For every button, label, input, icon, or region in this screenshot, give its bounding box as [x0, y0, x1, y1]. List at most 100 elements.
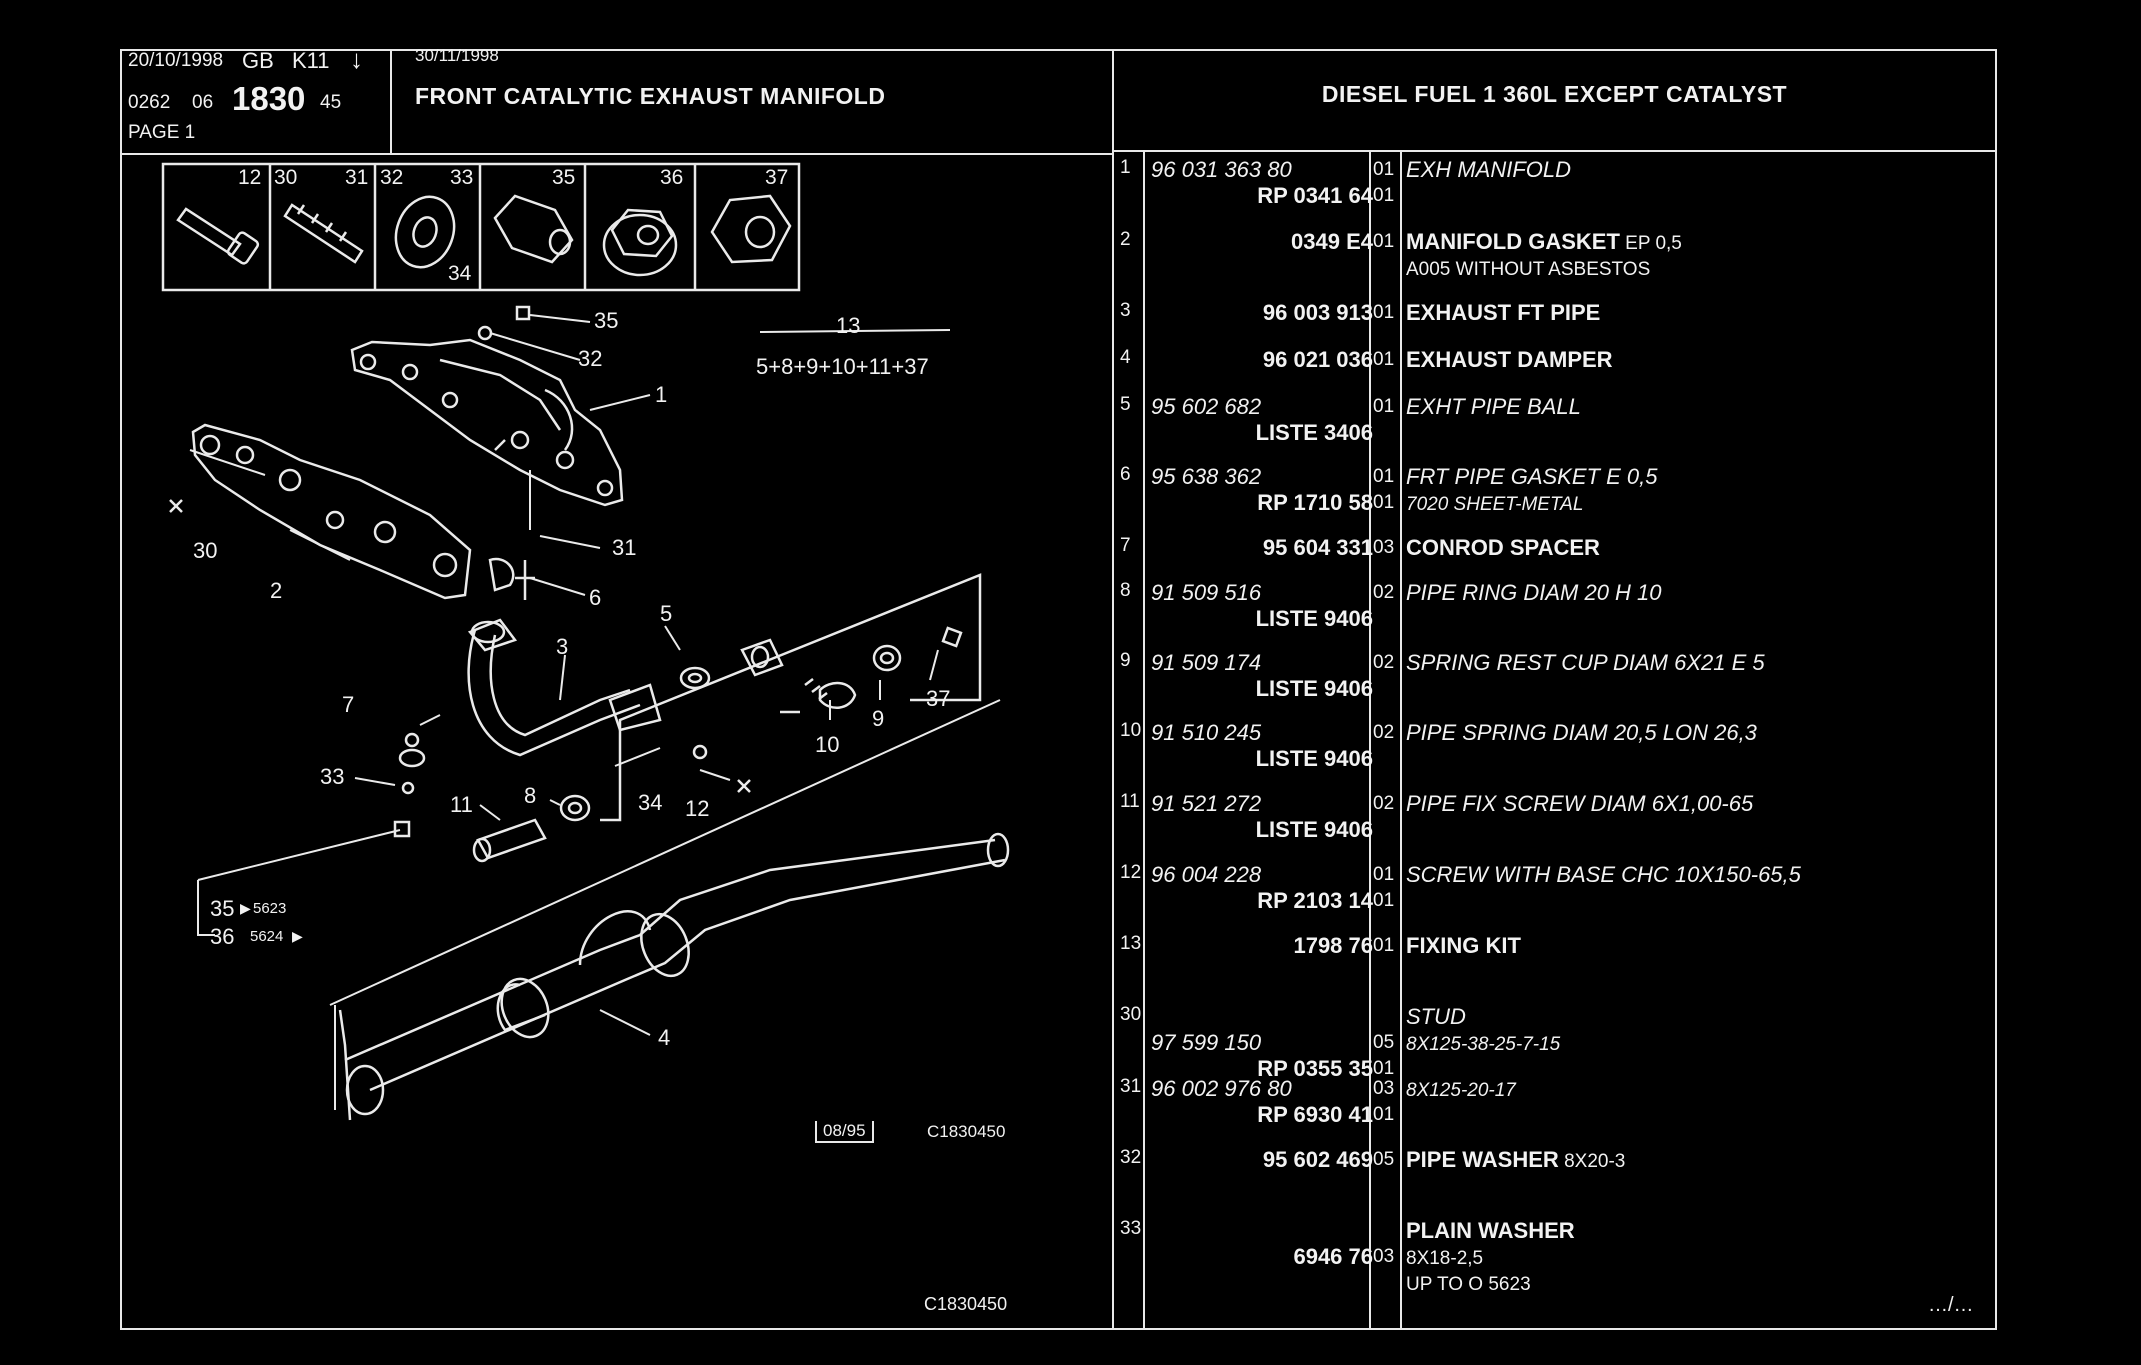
reference-number: LISTE 9406	[1255, 746, 1373, 771]
fastener-strip	[161, 162, 801, 292]
legend-num-35: 35	[210, 896, 235, 921]
row-index: 12	[1120, 862, 1142, 883]
description-text: MANIFOLD GASKET	[1406, 229, 1620, 254]
description-text: 8X125-20-17	[1406, 1080, 1516, 1101]
reference-number: 6946 76	[1293, 1244, 1373, 1269]
page-title: FRONT CATALYTIC EXHAUST MANIFOLD	[415, 83, 886, 109]
strip-label-33: 33	[450, 166, 474, 189]
reference-number: 96 003 913	[1262, 300, 1373, 325]
quantity-value: 01	[1373, 1058, 1395, 1079]
header-split	[390, 49, 392, 153]
description-text: 7020 SHEET-METAL	[1406, 494, 1584, 515]
row-quantity: 02	[1373, 580, 1403, 606]
ref-mid: 06	[192, 92, 214, 113]
screw-icon	[176, 207, 260, 265]
row-quantity: 02	[1373, 791, 1403, 817]
quantity-value: 01	[1373, 1104, 1395, 1125]
row-quantity: 03	[1373, 535, 1403, 561]
edition-date: 30/11/1998	[415, 46, 499, 65]
quantity-value: 01	[1373, 231, 1395, 252]
quantity-value: 01	[1373, 492, 1395, 513]
row-description: SPRING REST CUP DIAM 6X21 E 5	[1406, 650, 1765, 676]
row-index: 30	[1120, 1004, 1142, 1025]
legend-num-36: 36	[210, 924, 235, 949]
ref-suffix: 45	[320, 92, 342, 113]
reference-number: RP 1710 58	[1257, 490, 1373, 515]
lang-code: GB	[242, 48, 274, 73]
exhaust-manifold-drawing	[350, 338, 624, 507]
row-index: 31	[1120, 1076, 1142, 1097]
quantity-value: 03	[1373, 537, 1395, 558]
callout-8: 8	[524, 783, 537, 808]
reference-number: 96 002 976 80	[1151, 1076, 1292, 1101]
reference-number: 91 521 272	[1151, 791, 1262, 816]
header-divider-right	[1113, 150, 1997, 152]
row-description: PIPE SPRING DIAM 20,5 LON 26,3	[1406, 720, 1757, 746]
legend-ref-35: 5623	[253, 900, 287, 917]
figure-code: C1830450	[927, 1122, 1006, 1141]
row-description: PIPE FIX SCREW DIAM 6X1,00-65	[1406, 791, 1753, 817]
reference-number: 97 599 150	[1151, 1030, 1262, 1055]
row-description: EXHAUST FT PIPE	[1406, 300, 1600, 326]
callout-3: 3	[556, 634, 569, 659]
reference-number: 91 509 174	[1151, 650, 1262, 675]
hex-spacer-icon	[493, 194, 574, 264]
row-quantity: 01	[1373, 933, 1403, 959]
row-reference: 96 021 036	[1151, 347, 1373, 373]
callout-7: 7	[342, 692, 355, 717]
quantity-value: 02	[1373, 652, 1395, 673]
strip-label-30: 30	[274, 166, 298, 189]
guide-lines	[189, 329, 1001, 1110]
reference-number: RP 0355 35	[1257, 1056, 1373, 1081]
callout-12: 12	[685, 796, 710, 821]
application-title: DIESEL FUEL 1 360L EXCEPT CATALYST	[1321, 81, 1788, 107]
strip-label-36: 36	[660, 166, 684, 189]
reference-number: RP 6930 41	[1257, 1102, 1373, 1127]
callout-4: 4	[658, 1025, 671, 1050]
row-quantity: 01	[1373, 347, 1403, 373]
description-text: A005 WITHOUT ASBESTOS	[1406, 259, 1651, 280]
legend-arrow-35: ▶	[240, 900, 251, 916]
header-divider-left	[120, 153, 1113, 155]
description-text: SCREW WITH BASE CHC 10X150-65,5	[1406, 862, 1801, 887]
date-stamp: 08/95	[815, 1121, 874, 1143]
description-text: UP TO O 5623	[1406, 1274, 1531, 1295]
bottom-figure-code: C1830450	[924, 1294, 1008, 1314]
row-reference: 96 003 913	[1151, 300, 1373, 326]
callout-1: 1	[655, 382, 668, 407]
row-description: PIPE WASHER 8X20-3	[1406, 1147, 1625, 1173]
reference-number: 91 509 516	[1151, 580, 1262, 605]
callout-37: 37	[926, 686, 951, 711]
quantity-value: 01	[1373, 935, 1395, 956]
strip-label-31: 31	[345, 166, 369, 189]
description-extra: EP 0,5	[1619, 233, 1682, 254]
kit-number: 13	[836, 313, 861, 338]
quantity-value: 01	[1373, 349, 1395, 370]
row-reference: 6946 76	[1151, 1218, 1373, 1270]
description-extra: 8X20-3	[1558, 1151, 1626, 1172]
quantity-value: 03	[1373, 1246, 1395, 1267]
quantity-value: 01	[1373, 302, 1395, 323]
row-reference: 0349 E4	[1151, 229, 1373, 255]
strip-label-37: 37	[765, 166, 789, 189]
row-description: EXHAUST DAMPER	[1406, 347, 1613, 373]
quantity-value: 05	[1373, 1032, 1395, 1053]
row-index: 1	[1120, 157, 1131, 178]
page-label: PAGE 1	[128, 122, 196, 143]
